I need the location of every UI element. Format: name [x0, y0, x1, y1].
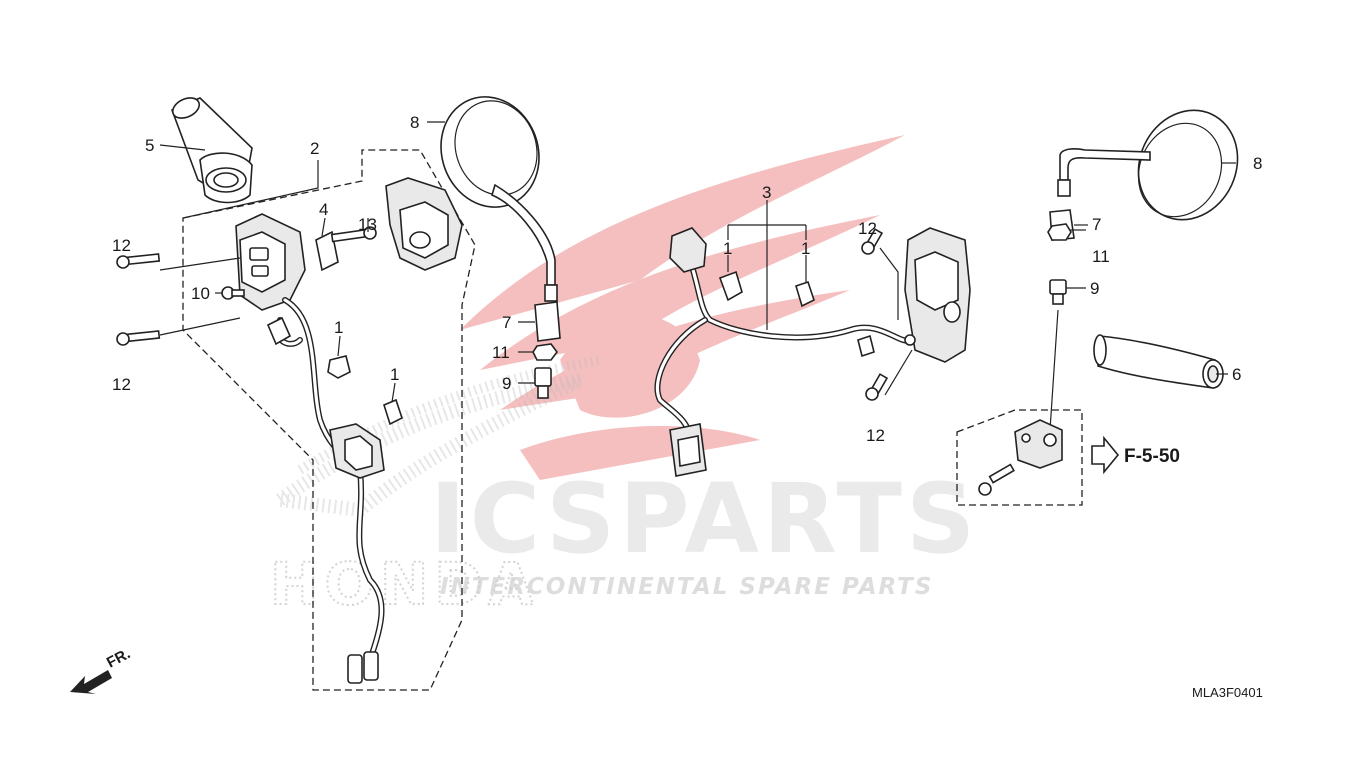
callout-9-b: 9 — [1090, 279, 1099, 298]
callout-8-b: 8 — [1253, 154, 1262, 173]
callout-7-a: 7 — [502, 313, 511, 332]
watermark-brand: ICSPARTS — [430, 463, 979, 575]
screw-12-right-upper — [861, 228, 884, 255]
callout-5: 5 — [145, 136, 154, 155]
bolt-9-right — [1049, 279, 1067, 305]
callout-8-a: 8 — [410, 113, 419, 132]
callout-1-a: 1 — [334, 318, 343, 337]
left-switch-housing — [235, 213, 306, 311]
screw-13 — [330, 226, 377, 243]
bracket-3 — [727, 200, 807, 330]
bar-end-7-left — [534, 301, 561, 342]
callout-3: 3 — [762, 183, 771, 202]
reference-label: F-5-50 — [1124, 446, 1180, 467]
clamp-1-d — [795, 280, 815, 308]
reference-arrow-icon — [1091, 435, 1120, 475]
callout-1-b: 1 — [390, 365, 399, 384]
nut-11-right — [1047, 223, 1072, 241]
bracket-screw — [978, 463, 1015, 496]
right-switch-housing — [904, 227, 971, 363]
dotted-wing-icon — [261, 355, 601, 518]
mirror-bracket — [1014, 419, 1063, 469]
callout-10: 10 — [191, 284, 210, 303]
screw-12-upper — [116, 253, 161, 269]
callout-11-b: 11 — [1092, 247, 1110, 266]
left-switch-cover — [385, 177, 463, 271]
front-label: FR. — [104, 645, 133, 671]
leader-bolt-9-right — [1049, 309, 1059, 431]
bolt-9-left — [534, 367, 552, 399]
left-mirror — [440, 96, 558, 302]
callout-12-d: 12 — [866, 426, 885, 445]
leader-lines — [159, 121, 1236, 403]
callout-11-a: 11 — [492, 343, 510, 362]
clamp-1-a — [327, 355, 351, 379]
nut-11-left — [532, 343, 558, 361]
callout-labels: 5 2 4 13 12 10 12 1 1 8 7 11 9 3 1 1 12 … — [112, 113, 1262, 445]
clamp-1-b — [383, 398, 403, 426]
left-assembly-outline — [182, 149, 476, 691]
leader-right-housing — [879, 247, 913, 396]
callout-1-c: 1 — [723, 239, 732, 258]
callout-6: 6 — [1232, 365, 1241, 384]
callout-12-c: 12 — [858, 219, 877, 238]
left-wire-harness — [266, 297, 385, 684]
screw-12-lower — [116, 330, 161, 346]
callout-1-d: 1 — [801, 239, 810, 258]
callout-2: 2 — [310, 139, 319, 158]
callout-12-a: 12 — [112, 236, 131, 255]
center-wire-harness — [654, 227, 913, 477]
right-mirror — [1057, 109, 1239, 221]
watermark: HONDA ICSPARTS INTERCONTINENTAL SPARE PA… — [261, 135, 979, 619]
callout-13: 13 — [358, 215, 377, 234]
diagram-code: MLA3F0401 — [1192, 685, 1263, 700]
callout-7-b: 7 — [1092, 215, 1101, 234]
callout-12-b: 12 — [112, 375, 131, 394]
right-grip — [1093, 334, 1224, 389]
callout-9-a: 9 — [502, 374, 511, 393]
watermark-tagline: INTERCONTINENTAL SPARE PARTS — [440, 574, 933, 600]
left-grip — [170, 97, 253, 204]
callout-4: 4 — [319, 200, 328, 219]
clamp-1-c — [718, 270, 743, 302]
front-arrow-icon — [70, 670, 112, 694]
screw-12-right-lower — [865, 373, 889, 401]
right-reference-outline — [956, 409, 1083, 506]
